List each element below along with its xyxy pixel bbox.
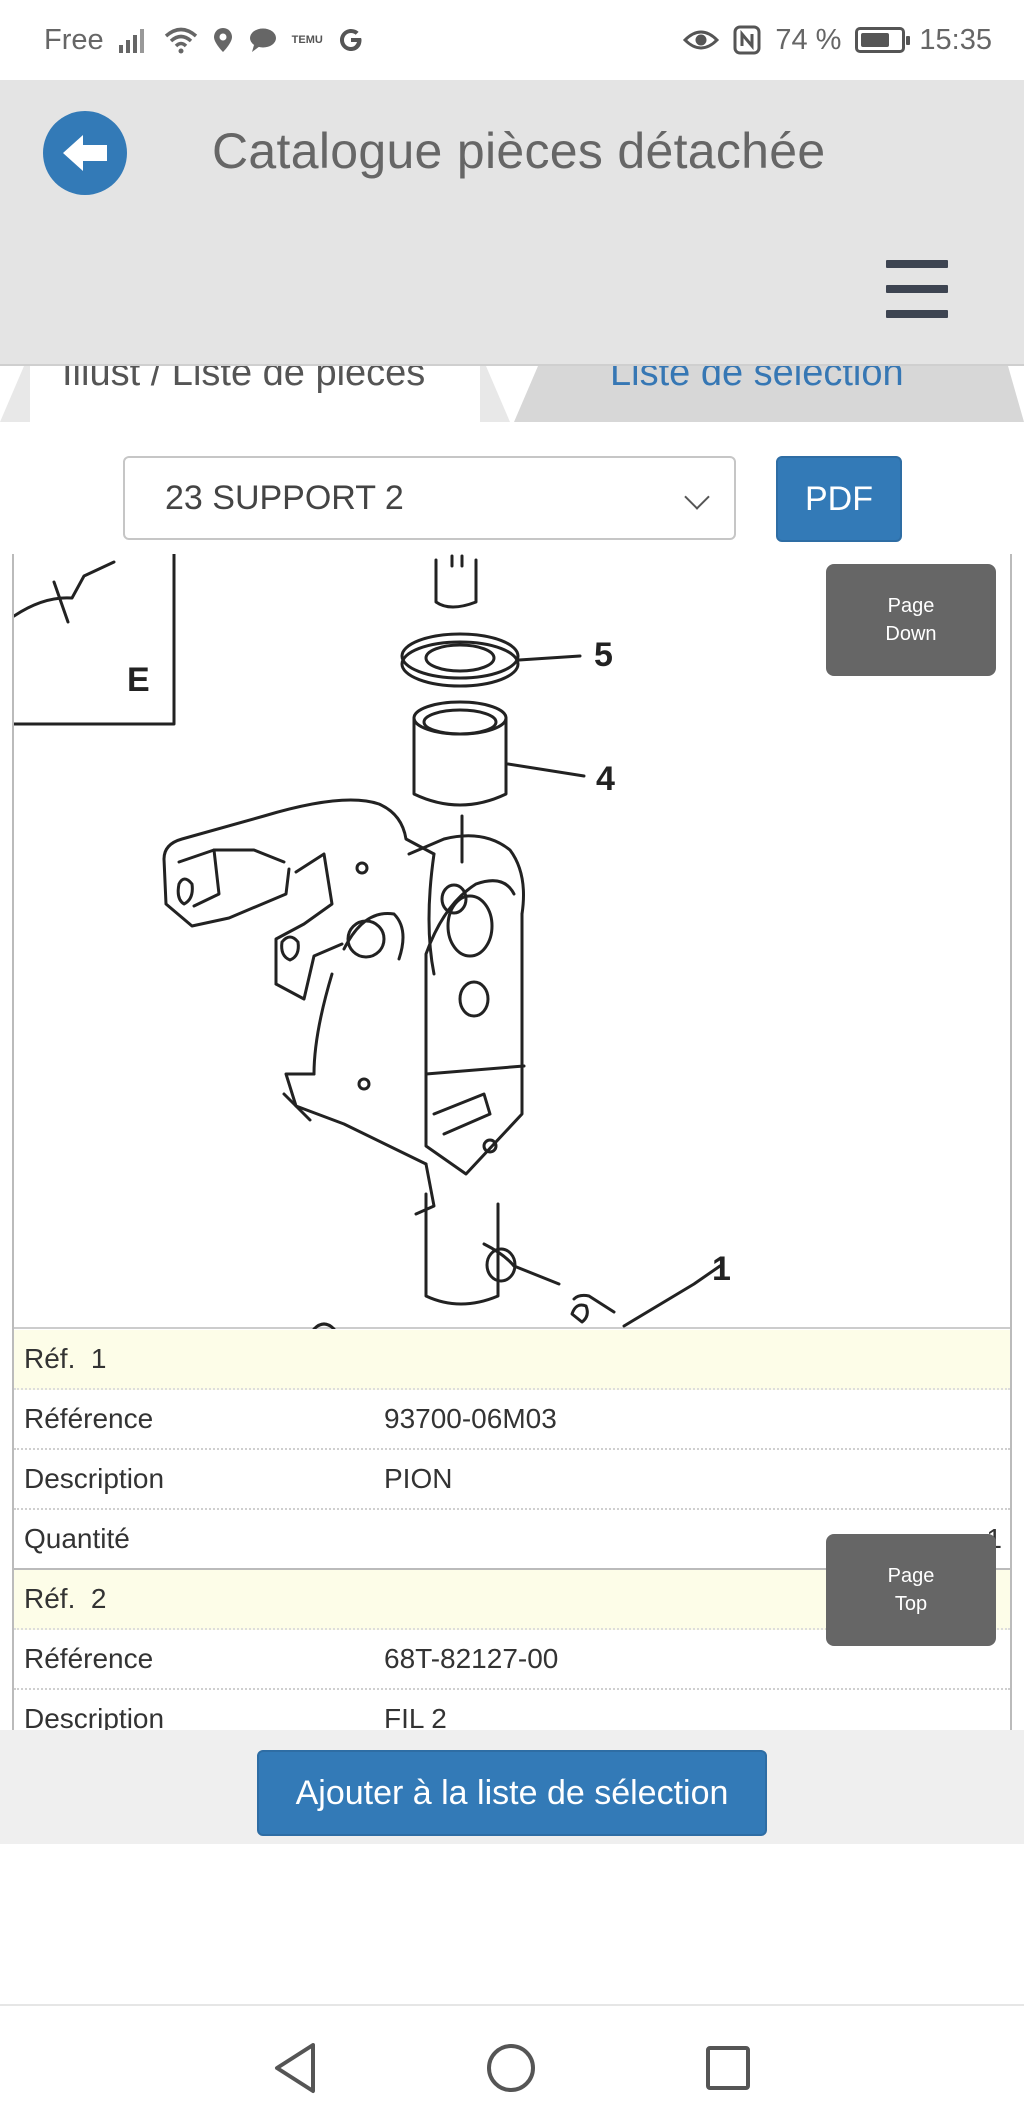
tab-label: Liste de sélection [610,366,904,394]
add-to-selection-button[interactable]: Ajouter à la liste de sélection [257,1750,767,1836]
reference-label: Référence [24,1403,154,1434]
part-reference-row: Référence 68T-82127-00 [14,1630,1010,1690]
ref-label: Réf. [24,1343,76,1374]
reference-value: 68T-82127-00 [384,1643,559,1674]
tab-liste-selection[interactable]: Liste de sélection [514,366,1024,422]
wifi-icon [164,26,198,54]
page-title: Catalogue pièces détachée [212,123,826,179]
tab-label: Illust / Liste de pièces [62,366,426,394]
app-header: Catalogue pièces détachée [0,80,1024,366]
description-value: PION [384,1463,453,1494]
ref-number: 2 [90,1583,107,1614]
ref-number: 1 [90,1343,107,1374]
footer-bar: Ajouter à la liste de sélection [0,1730,1024,1844]
reference-label: Référence [24,1643,154,1674]
clock: 15:35 [919,23,992,56]
chat-icon [248,27,278,53]
content-panel[interactable]: E 5 4 1 Page Down Réf. 1 Référence 93700… [12,554,1012,1730]
tab-active-fill [30,366,480,422]
part-description-row: Description FIL 2 [14,1690,1010,1730]
location-icon [212,26,234,54]
part-description-row: Description PION [14,1450,1010,1510]
carrier-label: Free [44,23,104,56]
parts-illustration: E 5 4 1 [14,554,731,1331]
nav-back-button[interactable] [266,2038,326,2098]
diagram-corner-label: E [127,661,150,699]
description-label: Description [24,1703,165,1730]
page-down-line1: Page [887,595,935,617]
ref-label: Réf. [24,1583,76,1614]
status-bar: Free TEMU 74 % 15:35 [0,0,1024,80]
page-top-button[interactable]: Page Top [826,1534,996,1646]
signal-icon [118,27,150,53]
tab-bar: Illust / Liste de pièces Liste de sélect… [0,366,1024,426]
home-circle-icon [487,2044,535,2092]
nfc-icon [733,25,761,55]
quantity-label: Quantité [24,1523,130,1554]
tab-illust-liste[interactable]: Illust / Liste de pièces [0,366,510,422]
arrow-left-icon [63,135,107,171]
callout-1: 1 [712,1250,731,1288]
system-nav-bar [0,2004,1024,2128]
battery-fill [861,33,890,47]
temu-icon: TEMU [291,33,323,46]
google-icon [337,26,365,54]
battery-icon [855,27,911,53]
reference-value: 93700-06M03 [384,1403,557,1434]
section-select[interactable]: 23 SUPPORT 2 [123,456,736,540]
back-button[interactable] [43,111,127,195]
eye-icon [683,28,720,52]
description-value: FIL 2 [384,1703,447,1730]
pdf-button[interactable]: PDF [776,456,902,542]
chevron-down-icon [684,484,710,510]
menu-icon-line [886,310,948,318]
menu-icon-line [886,260,948,268]
callout-4: 4 [596,760,615,798]
page-down-line2: Down [885,623,937,645]
ref-text: Réf. 1 [24,1343,107,1375]
page-top-line1: Page [887,1565,935,1587]
parts-list: Réf. 1 Référence 93700-06M03 Description… [14,1330,1010,1730]
menu-icon-line [886,285,948,293]
page-top-line2: Top [894,1593,928,1615]
status-left: Free TEMU [44,24,365,57]
part-ref-row[interactable]: Réf. 1 [14,1330,1010,1390]
status-right: 74 % 15:35 [683,24,992,57]
part-reference-row: Référence 93700-06M03 [14,1390,1010,1450]
page-down-button[interactable]: Page Down [826,564,996,676]
menu-button[interactable] [886,260,948,318]
description-label: Description [24,1463,165,1494]
recents-square-icon [706,2046,750,2090]
callout-5: 5 [594,636,613,674]
temu-label: TEMU [291,33,323,46]
nav-home-button[interactable] [481,2038,541,2098]
section-select-value: 23 SUPPORT 2 [165,478,404,517]
nav-recents-button[interactable] [698,2038,758,2098]
back-triangle-icon [275,2043,315,2093]
ref-text: Réf. 2 [24,1583,107,1615]
battery-percent: 74 % [775,23,842,56]
parts-diagram[interactable]: E 5 4 1 [14,554,1010,1331]
